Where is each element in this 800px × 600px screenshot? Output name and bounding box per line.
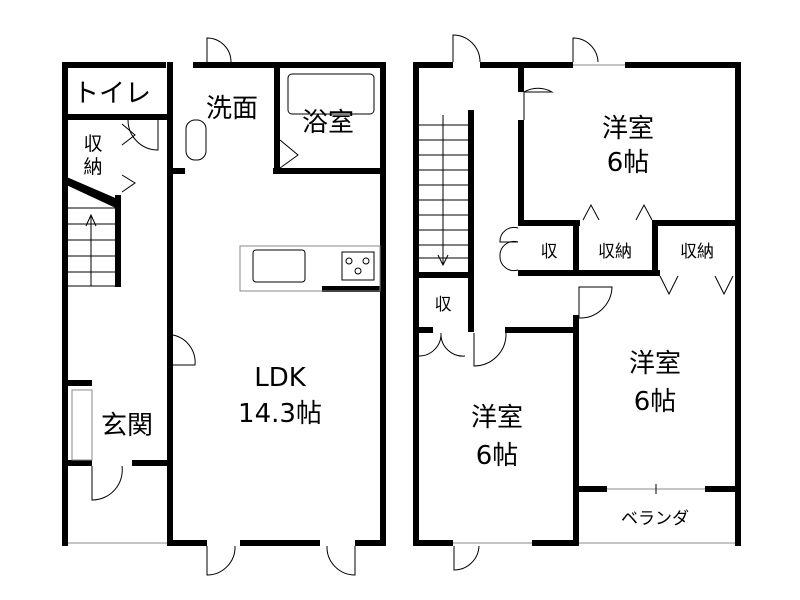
room-label-entrance: 玄関 [101, 411, 153, 441]
wall [735, 62, 741, 546]
room-label-washroom: 洗面 [206, 94, 258, 124]
door-swing [206, 37, 232, 63]
door-swing [473, 332, 507, 367]
wall [62, 380, 92, 386]
kitchen-counter [239, 245, 381, 292]
shoe-cabinet [71, 389, 93, 461]
wall [468, 110, 474, 332]
wall [413, 62, 419, 546]
closet-door [418, 332, 466, 357]
wall [652, 220, 741, 226]
staircase-up [68, 207, 115, 287]
room-label-storage-right: 収納 [680, 242, 714, 262]
staircase-down [419, 115, 468, 267]
door-swing [452, 34, 481, 63]
wall [132, 460, 173, 466]
closet-door [659, 275, 679, 296]
room-label-storage: 収 [83, 133, 102, 155]
wall [413, 327, 433, 333]
door-swing [572, 37, 599, 63]
room-size-ldk: 14.3帖 [238, 399, 322, 429]
room-label-storage-left: 収 [435, 295, 452, 315]
wall [705, 486, 741, 492]
wall [274, 62, 280, 172]
room-label-veranda: ベランダ [621, 509, 689, 529]
wall [380, 62, 386, 546]
wall [167, 62, 173, 546]
wall [573, 220, 579, 276]
closet-door [582, 203, 600, 221]
wall [413, 62, 453, 68]
floor-2: 洋室 6帖 収 収納 収納 収 洋室 6帖 洋室 6帖 ベランダ [413, 34, 741, 571]
closet-door [499, 226, 519, 272]
wall [240, 540, 320, 546]
room-label-western-room-top: 洋室 [602, 114, 654, 144]
wall [355, 540, 386, 546]
wall [413, 272, 474, 278]
door-swing [206, 545, 236, 576]
door-swing [523, 87, 554, 120]
door-swing [453, 545, 480, 571]
wall [62, 460, 92, 466]
door-swing [326, 545, 356, 576]
wall [518, 62, 524, 92]
wall [115, 195, 121, 287]
wall [652, 220, 658, 276]
wall [518, 120, 524, 226]
closet-door [635, 203, 653, 221]
wall [480, 62, 573, 68]
closet-door [121, 123, 136, 146]
door-swing [91, 465, 123, 501]
door-swing [172, 334, 196, 366]
wall [573, 315, 579, 546]
room-size-western-room-top: 6帖 [607, 148, 650, 178]
wall [62, 114, 173, 120]
wall [167, 540, 207, 546]
door-swing [279, 139, 299, 169]
wall [62, 62, 166, 68]
wall [518, 220, 580, 226]
bathtub [287, 73, 375, 115]
room-label-storage-small: 収 [541, 242, 558, 262]
wall [62, 62, 68, 546]
wall [579, 486, 607, 492]
room-label-toilet: トイレ [73, 79, 151, 109]
wall [322, 286, 386, 292]
wall [273, 168, 386, 174]
room-size-western-room-right: 6帖 [634, 387, 677, 417]
room-label-bathroom: 浴室 [302, 108, 354, 138]
wall [173, 168, 185, 174]
closet-door [714, 275, 734, 296]
wall [532, 540, 579, 546]
toilet-fixture [185, 119, 207, 161]
wall [193, 62, 386, 68]
room-label-western-room-bottom: 洋室 [471, 403, 523, 433]
door-swing [127, 119, 159, 151]
floor-1: トイレ 洗面 浴室 収 納 玄関 LDK 14.3帖 [62, 37, 386, 576]
door-swing [578, 286, 613, 319]
closet-door [121, 174, 136, 193]
wall [505, 327, 579, 333]
room-label-storage: 納 [83, 156, 102, 178]
wall [625, 62, 741, 68]
wall [62, 175, 120, 210]
room-label-ldk: LDK [254, 363, 307, 393]
room-label-storage-mid: 収納 [598, 242, 632, 262]
wall [413, 540, 453, 546]
wall [518, 270, 660, 276]
room-label-western-room-right: 洋室 [629, 349, 681, 379]
room-size-western-room-bottom: 6帖 [476, 441, 519, 471]
